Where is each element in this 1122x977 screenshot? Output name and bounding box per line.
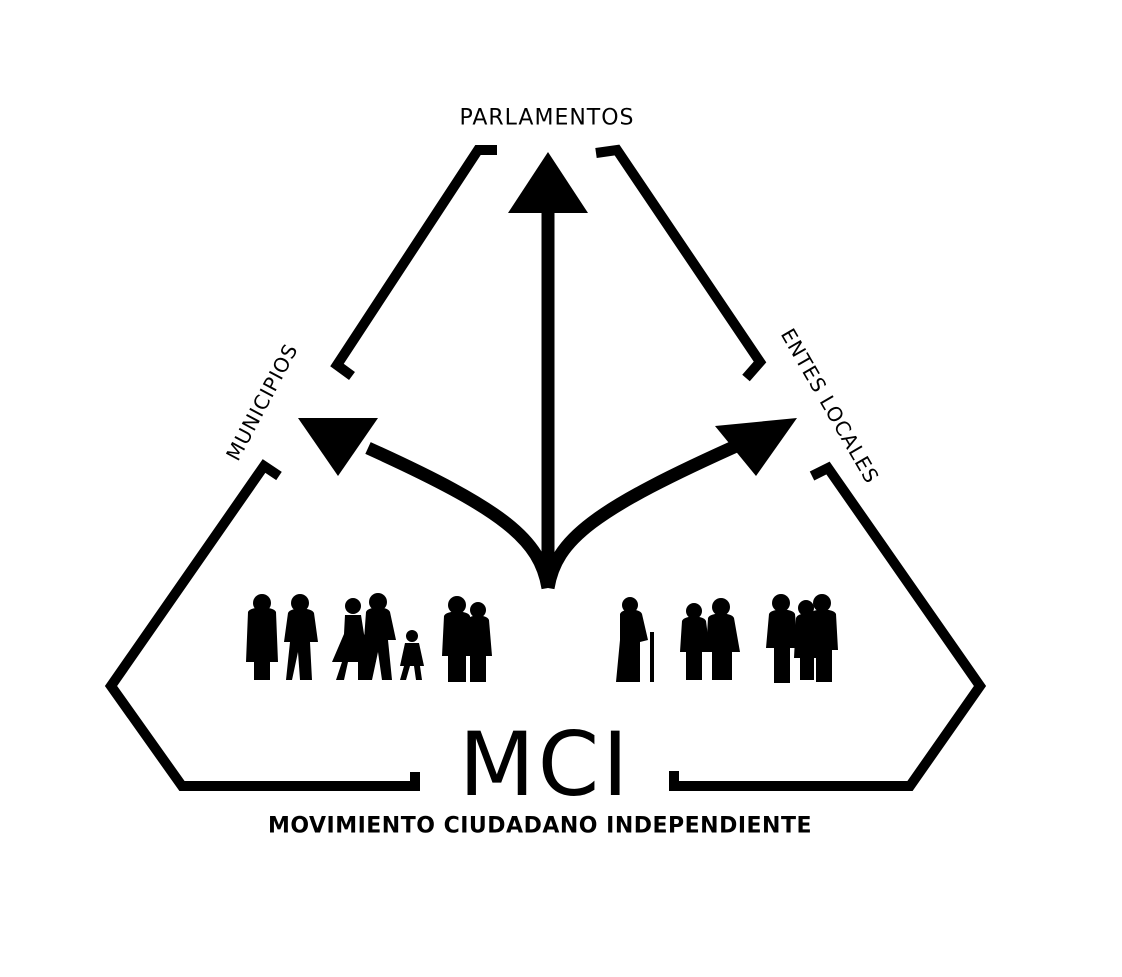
- person-silhouette: [766, 594, 798, 683]
- frame-upper-right-segment: [595, 144, 767, 382]
- person-silhouette: [400, 630, 424, 680]
- people-group-left: [246, 593, 492, 682]
- person-silhouette: [362, 593, 396, 680]
- logo-acronym: MCI: [458, 713, 632, 816]
- frame-upper-left-segment: [330, 145, 497, 381]
- arrowhead-up: [508, 152, 588, 213]
- organization-name: MOVIMIENTO CIUDADANO INDEPENDIENTE: [267, 813, 813, 839]
- arrows: [298, 152, 797, 590]
- person-silhouette: [466, 602, 492, 682]
- arrowhead-left: [298, 418, 378, 476]
- frame-lower-right-segment: [669, 461, 987, 791]
- person-silhouette: [332, 598, 376, 680]
- label-parlamentos: PARLAMENTOS: [459, 105, 635, 131]
- person-silhouette: [616, 597, 654, 682]
- arrowhead-right: [715, 418, 797, 476]
- arrow-stem-left: [365, 442, 555, 590]
- person-silhouette: [246, 594, 278, 680]
- person-silhouette: [810, 594, 838, 682]
- person-silhouette: [680, 603, 710, 680]
- person-silhouette: [706, 598, 740, 680]
- frame: [104, 144, 987, 791]
- frame-lower-left-segment: [104, 459, 420, 791]
- people-group-right: [616, 594, 838, 683]
- person-silhouette: [442, 596, 472, 682]
- person-silhouette: [284, 594, 318, 680]
- arrow-stem-right: [541, 436, 748, 590]
